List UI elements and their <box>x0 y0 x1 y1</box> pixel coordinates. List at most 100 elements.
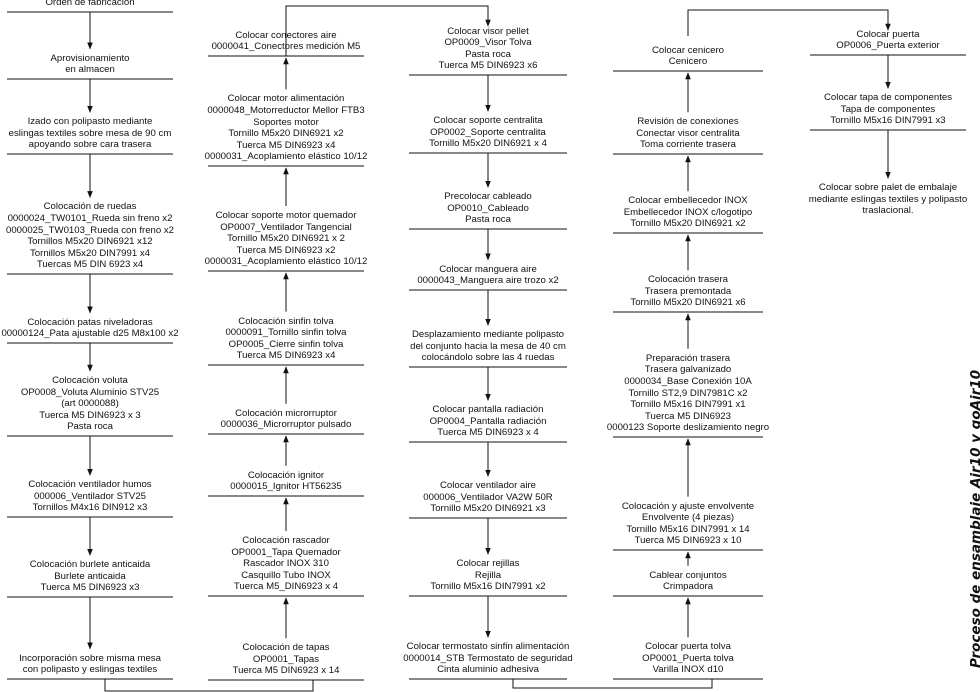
step-text-line: Cinta aluminio adhesiva <box>437 664 539 676</box>
step-text-line: OP0006_Puerta exterior <box>836 40 940 52</box>
step-text-line: Colocación sinfin tolva <box>238 315 334 327</box>
step-text-line: mediante eslingas textiles y polipasto <box>808 193 968 205</box>
step-text-line: Tuerca M5 DIN6923 <box>644 410 732 422</box>
step-text-line: Desplazamiento mediante polipasto <box>412 329 564 341</box>
step-text-line: Preparación trasera <box>645 352 731 364</box>
step-text-line: Colocar embellecedor INOX <box>628 195 748 207</box>
step-text-line: Tornillo M5x20 DIN6921 x3 <box>430 503 546 515</box>
step-text-line: Trasera premontada <box>644 285 732 297</box>
step-text-line: en almacen <box>65 64 115 76</box>
step-text-line: Colocar soporte motor quemador <box>215 210 357 221</box>
step-text-line: eslingas textiles sobre mesa de 90 cm <box>8 127 172 139</box>
step-text-line: 0000091_Tornillo sinfin tolva <box>225 327 347 339</box>
step-text-line: Tornillo M5x16 DIN7991 x1 <box>630 399 746 411</box>
step-text-line: 00000124_Pata ajustable d25 M8x100 x2 <box>1 328 179 340</box>
step-text-line: Colocar termostato sinfin alimentación <box>406 641 570 653</box>
step-text-line: Colocación trasera <box>648 274 728 286</box>
step-text-line: 0000043_Manguera aire trozo x2 <box>417 275 559 287</box>
step-text-line: Colocación rascador <box>242 535 330 546</box>
step-text-line: Cablear conjuntos <box>649 569 727 581</box>
step-text-line: Tornillos M5x20 DIN6921 x12 <box>27 236 153 248</box>
step-text-line: Tuerca M5 DIN6923 x2 <box>236 244 336 256</box>
step-text-line: Tuerca M5 DIN6923 x4 <box>236 139 336 151</box>
step-text-line: 000006_Ventilador VA2W 50R <box>423 491 553 503</box>
step-text-line: Colocar tapa de componentes <box>824 92 952 104</box>
step-text-line: Incorporación sobre misma mesa <box>19 652 161 664</box>
step-text-line: colocándolo sobre las 4 ruedas <box>421 352 555 364</box>
step-text-line: Tuerca M5 DIN6923 x6 <box>438 60 538 72</box>
step-text-line: Tuerca M5 DIN6923 x 14 <box>232 665 340 677</box>
step-text-line: Pasta roca <box>67 421 113 433</box>
step-text-line: Tornillo ST2,9 DIN7981C x2 <box>628 387 748 399</box>
step-text-line: Toma corriente trasera <box>640 139 736 151</box>
step-text-line: Trasera galvanizado <box>644 364 732 376</box>
step-text-line: Envolvente (4 piezas) <box>641 512 735 524</box>
column-connector <box>687 9 891 36</box>
step-text-line: OP0009_Visor Tolva <box>444 37 532 49</box>
step-text-line: Tornillo M5x16 DIN7991 x 14 <box>626 523 750 535</box>
step-text-line: Colocar cenicero <box>652 44 724 56</box>
step-text-line: Colocación microrruptor <box>235 407 337 419</box>
step-text-line: Colocación de ruedas <box>43 201 137 213</box>
step-text-line: Colocar sobre palet de embalaje <box>818 182 958 194</box>
step-text-line: Izado con polipasto mediante <box>27 116 153 128</box>
step-text-line: con polipasto y eslingas textiles <box>22 664 158 676</box>
step-text-line: Colocar visor pellet <box>447 25 529 37</box>
step-text-line: Colocación voluta <box>52 375 128 386</box>
step-text-line: Embellecedor INOX c/logotipo <box>623 206 753 218</box>
column-connector <box>104 679 314 692</box>
step-text-line: Revisión de conexiones <box>637 116 739 128</box>
step-text-line: Tornillo M5x16 DIN7991 x3 <box>830 115 946 127</box>
step-text-line: 0000048_Motorreductor Mellor FTB3 <box>207 104 365 116</box>
step-text-line: Tuerca M5 DIN6923 x3 <box>40 582 140 594</box>
step-text-line: Tornillo M5x20 DIN6921 x2 <box>228 128 344 140</box>
step-text-line: Tornillo M5x20 DIN6921 x2 <box>630 218 746 230</box>
step-text-line: Rascador INOX 310 <box>243 558 329 570</box>
step-text-line: Tornillos M5x20 DIN7991 x4 <box>30 247 150 259</box>
step-text-line: Tornillo M5x16 DIN7991 x2 <box>430 581 546 593</box>
step-text-line: 000006_Ventilador STV25 <box>33 490 146 502</box>
step-text-line: Colocar rejillas <box>456 558 520 570</box>
step-text-line: OP0001_Tapas <box>252 653 320 665</box>
step-text-line: OP0010_Cableado <box>447 202 529 214</box>
step-text-line: Tornillo M5x20 DIN6921 x6 <box>630 297 746 309</box>
step-text-line: 0000123 Soporte deslizamiento negro <box>606 422 770 434</box>
step-text-line: OP0007_Ventilador Tangencial <box>220 221 352 233</box>
step-text-line: Colocar puerta tolva <box>645 641 731 653</box>
step-text-line: Colocación y ajuste envolvente <box>621 500 755 512</box>
step-text-line: 0000034_Base Conexión 10A <box>624 375 752 387</box>
step-text-line: Soportes motor <box>253 116 319 128</box>
step-text-line: OP0001_Puerta tolva <box>642 652 734 664</box>
step-text-line: Tornillos M4x16 DIN912 x3 <box>32 502 148 514</box>
step-text-line: Colocación burlete anticaida <box>29 559 151 571</box>
step-text-line: OP0005_Cierre sinfin tolva <box>228 338 344 350</box>
step-text-line: Varilla INOX d10 <box>652 664 724 676</box>
step-text-line: OP0002_Soporte centralita <box>430 126 546 138</box>
step-text-line: Tuerca M5 DIN6923 x 10 <box>634 535 742 547</box>
step-text-line: 0000024_TW0101_Rueda sin freno x2 <box>7 212 173 224</box>
step-text-line: 0000036_Microrruptor pulsado <box>220 419 352 431</box>
step-text-line: OP0008_Voluta Aluminio STV25 <box>20 386 160 398</box>
